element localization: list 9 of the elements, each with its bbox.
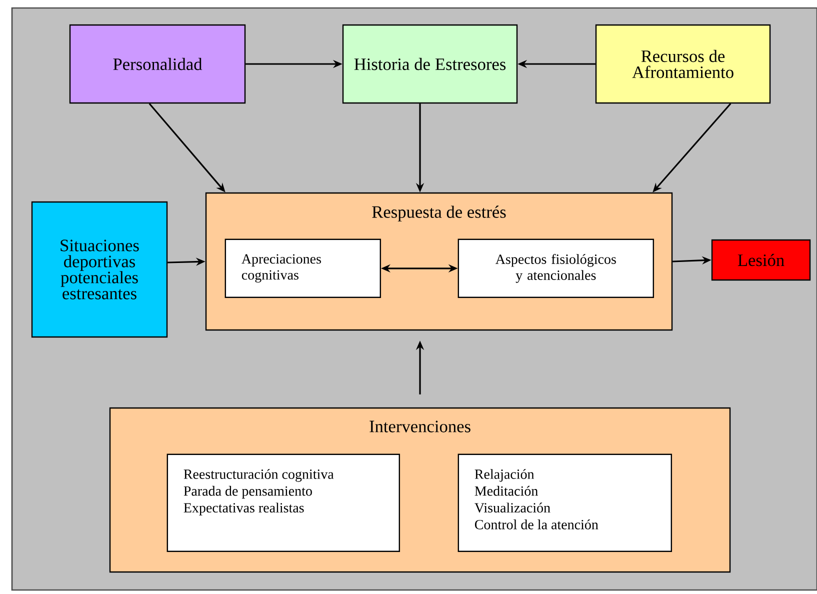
- process-box: Personalidad: [69, 24, 246, 104]
- process-box: Recursos de Afrontamiento: [595, 24, 771, 104]
- list-box: Reestructuración cognitiva Parada de pensamiento Expectativas realistas: [166, 454, 400, 552]
- process-box: Lesión: [711, 239, 811, 281]
- process-box: Historia de Estresores: [342, 24, 518, 104]
- process-box: Aspectos fisiológicos y atencionales: [458, 238, 654, 298]
- process-box: Apreciaciones cognitivas: [224, 238, 381, 298]
- process-box: Situaciones deportivas potenciales estresantes: [31, 201, 168, 338]
- list-box: Relajación Meditación Visualización Control de la atención: [458, 454, 672, 552]
